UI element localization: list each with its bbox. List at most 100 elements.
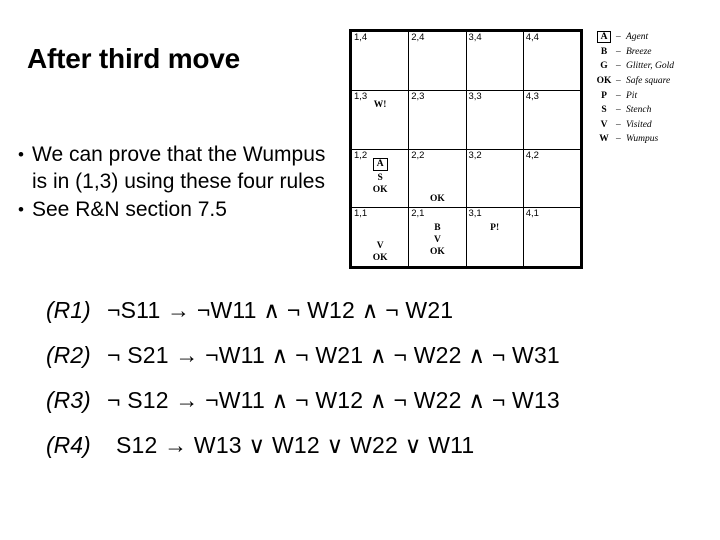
grid-cell-2-3: 2,3 <box>408 89 467 150</box>
cell-markers: A S OK <box>352 157 408 206</box>
cell-coordinate: 3,1 <box>468 208 482 220</box>
cell-coordinate: 4,2 <box>525 149 539 161</box>
grid-cell-1-4: 1,4 <box>350 31 410 91</box>
stench-symbol: S <box>601 105 607 116</box>
cell-coordinate: 1,1 <box>354 208 368 220</box>
cell-coordinate: 4,3 <box>525 90 539 102</box>
cell-coordinate: 2,4 <box>411 32 425 43</box>
rule-label: (R4) <box>46 432 91 458</box>
rule-line-r2: (R2) ¬ S21 → ¬W11 ∧ ¬ W21 ∧ ¬ W22 ∧ ¬ W3… <box>46 333 706 378</box>
legend-item-wumpus: W – Wumpus <box>592 132 712 147</box>
legend-dash: – <box>616 32 621 43</box>
agent-marker: A <box>372 157 388 171</box>
legend-label: Stench <box>626 105 652 116</box>
table-row: 1,2 A S OK 2,2 OK 3,2 4, <box>350 148 582 209</box>
rule-formula: ¬ S21 → ¬W11 ∧ ¬ W21 ∧ ¬ W22 ∧ ¬ W31 <box>107 342 560 368</box>
grid-cell-3-2: 3,2 <box>465 148 524 209</box>
pit-symbol: P <box>601 90 607 101</box>
list-item: • We can prove that the Wumpus is in (1,… <box>14 141 344 195</box>
table-row: 1,1 V OK 2,1 B V OK 3,1 <box>350 207 582 267</box>
cell-coordinate: 2,2 <box>411 149 425 161</box>
safe-marker: OK <box>372 184 388 195</box>
bullet-marker: • <box>18 200 24 219</box>
cell-coordinate: 3,4 <box>468 32 482 43</box>
grid-legend: A – Agent B – Breeze G – Glitter, Gold O… <box>592 30 712 147</box>
pit-marker: P! <box>490 223 500 234</box>
cell-coordinate: 1,2 <box>354 149 368 161</box>
legend-item-safe: OK – Safe square <box>592 74 712 89</box>
wumpus-world-grid: 1,4 2,4 3,4 4,4 1,3 W! <box>349 29 583 269</box>
cell-coordinate: 3,3 <box>468 90 482 102</box>
grid-cell-4-3: 4,3 <box>522 89 582 150</box>
safe-marker: OK <box>372 253 388 263</box>
agent-symbol: A <box>592 31 616 44</box>
page-title: After third move <box>27 43 241 74</box>
table-row: 1,4 2,4 3,4 4,4 <box>350 31 582 91</box>
legend-label: Breeze <box>626 46 652 57</box>
legend-label: Glitter, Gold <box>626 61 675 72</box>
rule-line-r4: (R4) S12 → W13 ∨ W12 ∨ W22 ∨ W11 <box>46 423 706 468</box>
rule-formula: S12 → W13 ∨ W12 ∨ W22 ∨ W11 <box>116 432 475 458</box>
grid-cell-4-1: 4,1 <box>522 207 582 267</box>
table-row: 1,3 W! 2,3 3,3 4,3 <box>350 89 582 150</box>
grid-cell-2-2: 2,2 OK <box>408 148 467 209</box>
cell-markers: OK <box>409 158 465 206</box>
grid-cell-1-3: 1,3 W! <box>350 89 410 150</box>
visited-symbol: V <box>600 119 608 130</box>
grid-cell-4-4: 4,4 <box>522 31 582 91</box>
cell-markers: V OK <box>352 216 408 264</box>
cell-coordinate: 2,1 <box>411 208 425 220</box>
rule-formula: ¬ S12 → ¬W11 ∧ ¬ W12 ∧ ¬ W22 ∧ ¬ W13 <box>107 387 560 413</box>
rule-formula: ¬S11 → ¬W11 ∧ ¬ W12 ∧ ¬ W21 <box>107 297 454 323</box>
rule-label: (R2) <box>46 342 91 368</box>
legend-item-stench: S – Stench <box>592 103 712 118</box>
legend-dash: – <box>616 134 621 145</box>
legend-label: Pit <box>626 90 638 101</box>
grid-cell-2-4: 2,4 <box>408 31 467 91</box>
grid-cell-1-2: 1,2 A S OK <box>350 148 410 209</box>
grid-cell-4-2: 4,2 <box>522 148 582 209</box>
list-item-label: See R&N section 7.5 <box>32 198 227 221</box>
legend-item-breeze: B – Breeze <box>592 45 712 60</box>
legend-dash: – <box>616 119 621 130</box>
grid-cell-3-4: 3,4 <box>465 31 524 91</box>
grid-cell-2-1: 2,1 B V OK <box>408 207 467 267</box>
bullet-list: • We can prove that the Wumpus is in (1,… <box>14 141 344 224</box>
grid-cell-1-1: 1,1 V OK <box>350 207 410 267</box>
cell-coordinate: 4,4 <box>525 32 539 43</box>
stench-marker: S <box>377 172 383 183</box>
legend-label: Agent <box>626 32 649 43</box>
cell-markers: W! <box>352 99 408 147</box>
rule-label: (R1) <box>46 297 91 323</box>
legend-dash: – <box>616 90 621 101</box>
grid-cell-3-1: 3,1 P! <box>465 207 524 267</box>
rule-label: (R3) <box>46 387 91 413</box>
visited-marker: V <box>433 235 441 246</box>
cell-coordinate: 3,2 <box>468 149 482 161</box>
cell-markers: P! <box>467 222 523 264</box>
glitter-symbol: G <box>600 61 608 72</box>
legend-item-glitter: G – Glitter, Gold <box>592 59 712 74</box>
legend-item-agent: A – Agent <box>592 30 712 45</box>
logic-rules-list: (R1) ¬S11 → ¬W11 ∧ ¬ W12 ∧ ¬ W21 (R2) ¬ … <box>46 288 706 468</box>
legend-label: Visited <box>626 119 652 130</box>
bullet-marker: • <box>18 145 24 164</box>
cell-markers: B V OK <box>409 222 465 264</box>
safe-marker: OK <box>429 194 445 205</box>
legend-label: Wumpus <box>626 134 659 145</box>
list-item-label: We can prove that the Wumpus is in (1,3)… <box>32 143 326 193</box>
cell-coordinate: 1,4 <box>354 32 368 43</box>
list-item: • See R&N section 7.5 <box>14 196 344 223</box>
legend-dash: – <box>616 76 621 87</box>
legend-dash: – <box>616 61 621 72</box>
visited-marker: V <box>376 241 384 251</box>
rule-line-r1: (R1) ¬S11 → ¬W11 ∧ ¬ W12 ∧ ¬ W21 <box>46 288 706 333</box>
wumpus-symbol: W <box>599 134 609 145</box>
breeze-marker: B <box>434 223 441 234</box>
legend-dash: – <box>616 46 621 57</box>
breeze-symbol: B <box>600 46 608 57</box>
safe-symbol: OK <box>596 76 612 87</box>
legend-label: Safe square <box>626 76 671 87</box>
wumpus-marker: W! <box>373 99 387 110</box>
legend-dash: – <box>616 105 621 116</box>
